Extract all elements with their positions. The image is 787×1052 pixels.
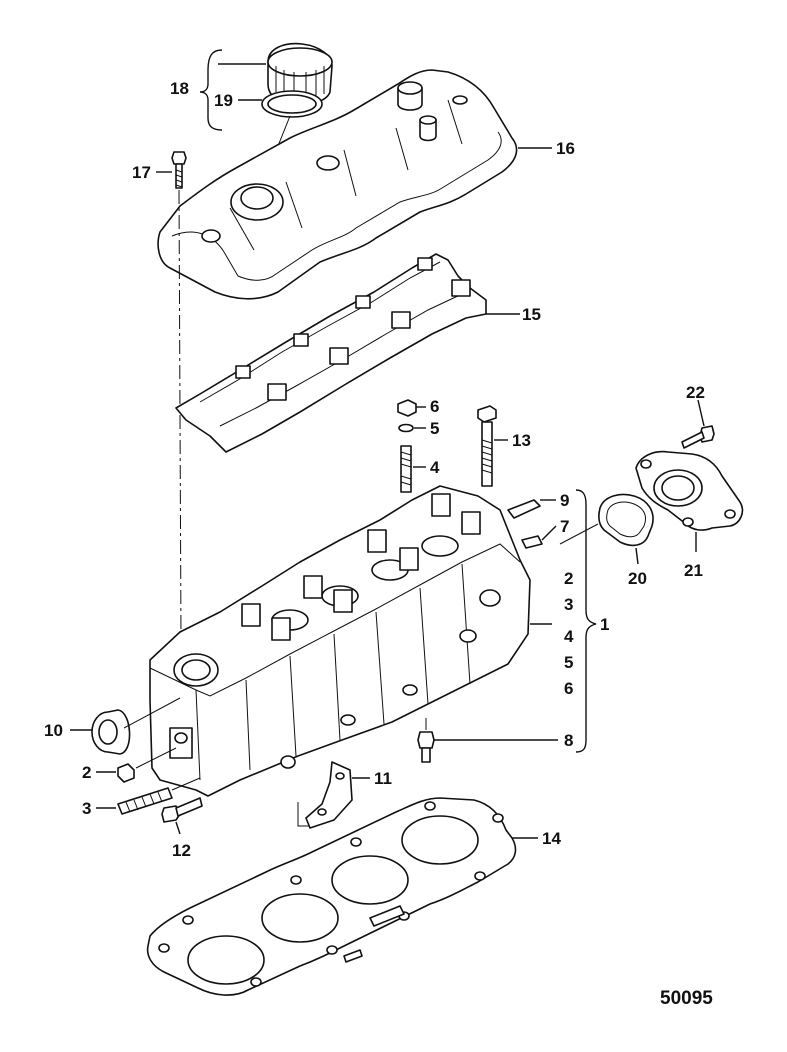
stud-nut <box>397 399 417 417</box>
bracket-18 <box>199 49 223 131</box>
oil-cap-o-ring <box>261 90 323 118</box>
callout-22: 22 <box>686 383 705 402</box>
reference-number: 50095 <box>660 988 713 1009</box>
callout-7: 7 <box>560 517 569 536</box>
callout-3a: 3 <box>82 799 91 818</box>
leader-22 <box>697 399 705 427</box>
thermostat-gasket <box>598 493 654 547</box>
callout-9: 9 <box>560 491 569 510</box>
oil-filler-cap <box>267 42 333 106</box>
callout-2b: 2 <box>564 569 573 588</box>
alignment-line <box>178 189 182 641</box>
callout-6b: 6 <box>564 679 573 698</box>
callout-1: 1 <box>600 615 609 634</box>
nut-axis-line <box>135 747 177 769</box>
callout-5b: 5 <box>564 653 573 672</box>
callout-16: 16 <box>556 139 575 158</box>
callout-11: 11 <box>374 769 392 788</box>
callout-21: 21 <box>684 561 703 580</box>
stud-axis-line <box>171 777 201 791</box>
callout-15: 15 <box>522 305 541 324</box>
valve-cover <box>157 69 518 300</box>
temperature-sensor <box>417 731 435 763</box>
cover-bolt <box>171 151 187 189</box>
manifold-nut <box>117 763 135 783</box>
callout-3b: 3 <box>564 595 573 614</box>
leader-20 <box>635 547 639 565</box>
bracket-axis-line <box>297 802 310 827</box>
mounting-bracket <box>305 761 353 829</box>
callout-4b: 4 <box>564 627 574 646</box>
callout-12: 12 <box>172 841 191 860</box>
stud-washer <box>398 423 414 433</box>
callout-2a: 2 <box>82 763 91 782</box>
callout-4a: 4 <box>430 458 440 477</box>
callout-14: 14 <box>542 829 561 848</box>
callout-13: 13 <box>512 431 531 450</box>
valve-cover-gasket <box>175 253 487 453</box>
leader-7 <box>541 525 557 541</box>
callout-17: 17 <box>132 163 151 182</box>
callout-20: 20 <box>628 569 647 588</box>
bracket-1 <box>575 489 597 753</box>
thermostat-housing <box>635 450 744 531</box>
callout-18: 18 <box>170 79 189 98</box>
cylinder-head-gasket <box>146 797 517 996</box>
callout-10: 10 <box>44 721 63 740</box>
callout-19: 19 <box>214 91 233 110</box>
callout-5a: 5 <box>430 419 439 438</box>
leader-12 <box>175 821 181 835</box>
bracket-bolt <box>161 797 203 823</box>
thermostat-axis-line <box>559 523 599 545</box>
callout-8: 8 <box>564 731 573 750</box>
manifold-stud <box>117 787 173 815</box>
callout-6a: 6 <box>430 397 439 416</box>
housing-bolt <box>681 425 715 449</box>
stud <box>400 445 412 493</box>
head-bolt <box>477 405 497 487</box>
seal-axis-line <box>123 697 181 729</box>
cylinder-head <box>149 485 543 797</box>
camshaft-seal <box>91 709 131 755</box>
